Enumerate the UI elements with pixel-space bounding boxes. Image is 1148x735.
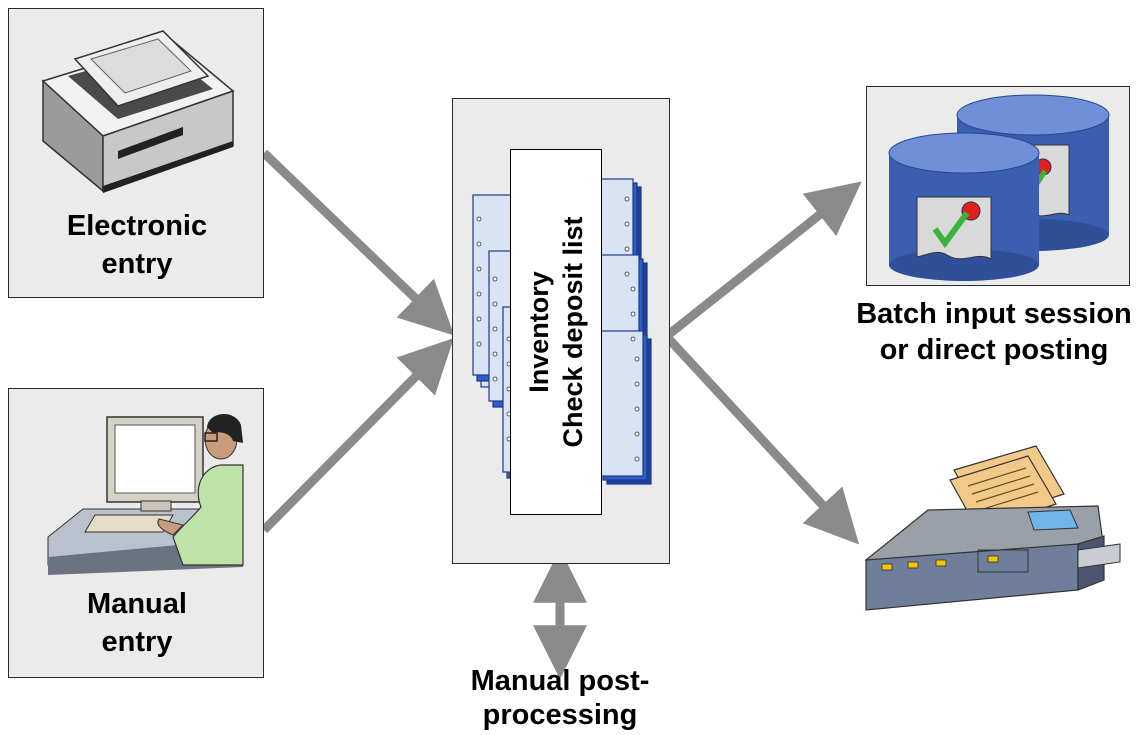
batch-label: Batch input session or direct posting	[840, 296, 1148, 368]
electronic-entry-line2: entry	[101, 248, 173, 280]
batch-label-line1: Batch input session	[856, 298, 1132, 330]
center-label-line1: Inventory	[524, 271, 554, 393]
check-deposit-document: Inventory Check deposit list	[510, 149, 602, 515]
arrow-center-to-printer	[664, 334, 860, 545]
database-icon	[888, 94, 1110, 281]
post-processing-line1: Manual post-	[470, 665, 650, 697]
arrow-electronic-to-center	[260, 149, 455, 336]
manual-entry-box: Manual entry	[8, 388, 264, 678]
printer-icon	[864, 445, 1121, 611]
manual-entry-line1: Manual	[87, 588, 187, 620]
arrow-center-to-batch	[665, 181, 862, 339]
center-box: Inventory Check deposit list	[452, 98, 670, 564]
post-processing-line2: processing	[482, 699, 638, 731]
arrow-manual-to-center	[260, 338, 454, 534]
manual-entry-line2: entry	[101, 626, 173, 658]
batch-label-line2: or direct posting	[879, 334, 1109, 366]
electronic-entry-box: Electronic entry	[8, 8, 264, 298]
electronic-entry-label: Electronic entry	[9, 207, 265, 283]
scanner-icon	[41, 30, 235, 193]
batch-box	[866, 86, 1130, 286]
electronic-entry-line1: Electronic	[66, 210, 208, 242]
person-at-computer-icon	[47, 413, 244, 575]
center-label-line2: Check deposit list	[558, 216, 588, 448]
center-label: Inventory Check deposit list	[522, 216, 590, 447]
post-processing-label: Manual post- processing	[430, 664, 690, 732]
manual-entry-label: Manual entry	[9, 585, 265, 661]
